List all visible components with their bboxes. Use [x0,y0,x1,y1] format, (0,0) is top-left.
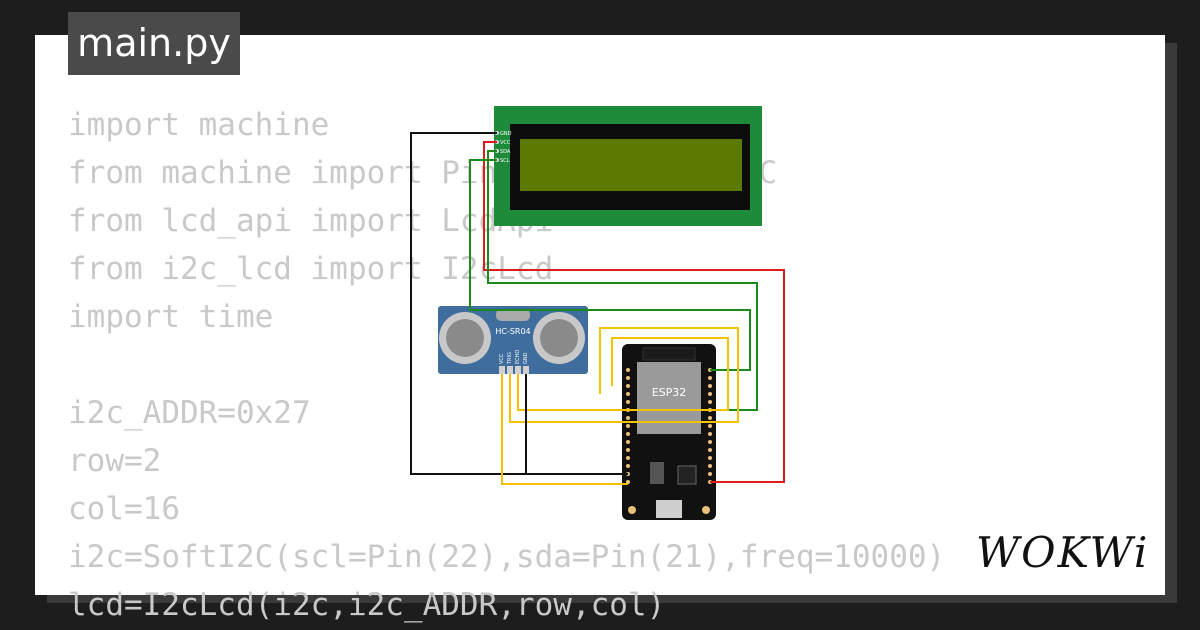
lcd-pin-label: SCL [500,158,510,164]
code-line: import machine [68,107,330,143]
lcd-screen [520,139,742,191]
code-line: i2c=SoftI2C(scl=Pin(22),sda=Pin(21),freq… [68,539,946,575]
board-pins-left [626,368,630,484]
wire-lcd-sda [487,150,758,411]
lcd-display[interactable]: GND VCC SDA SCL [494,106,762,226]
code-line: row=2 [68,443,162,479]
esp32-board[interactable]: ESP32 [622,344,716,520]
lcd-pin-label: GND [500,131,512,137]
code-line: col=16 [68,491,180,527]
sensor-name: HC-SR04 [495,327,530,336]
wokwi-logo: WOKWi [976,528,1150,577]
wire-sensor-trig [509,327,739,423]
lcd-pin-label: SDA [500,149,511,155]
code-line: import time [68,299,274,335]
sensor-pin-label: GND [523,352,529,364]
sensor-pin-label: ECHO [515,350,521,364]
code-line: i2c_ADDR=0x27 [68,395,311,431]
chip-label: ESP32 [652,386,687,399]
wire-sensor-vcc [501,374,628,485]
file-tab[interactable]: main.py [68,12,240,75]
wire-lcd-vcc [483,141,785,483]
wire-sensor-echo [517,337,729,411]
usb-port [656,500,682,518]
sensor-pin-label: VCC [499,353,505,364]
wire-lcd-gnd [410,132,628,475]
wire-lcd-scl [469,159,751,371]
lcd-pin-label: VCC [500,140,511,146]
code-line: lcd=I2cLcd(i2c,i2c_ADDR,row,col) [68,587,666,623]
code-line: from lcd_api import LcdApi [68,203,554,239]
wire-sensor-gnd [525,374,628,475]
ultrasonic-sensor[interactable]: HC-SR04 VCC TRIG ECHO GND [438,306,588,374]
wires [410,132,785,485]
board-pins-right [708,368,712,484]
sensor-pin-label: TRIG [507,352,513,365]
